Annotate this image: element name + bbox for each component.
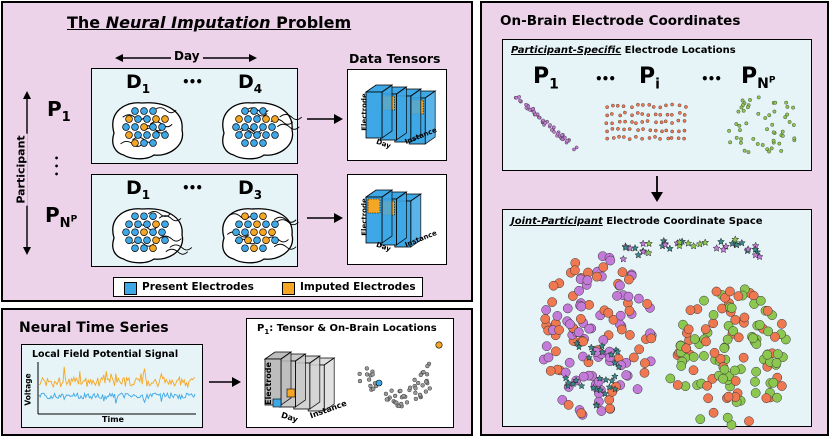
participant-1-days-box: D1 ••• D4 [91,68,303,164]
arrow-to-tensor-locations [209,377,241,387]
panel-title-imputation: The Neural Imputation Problem [67,13,352,32]
neural-time-series-panel: Neural Time Series Local Field Potential… [1,308,473,436]
brain-icon-day1 [112,102,184,160]
day-last-label: D3 [238,177,263,202]
time-label: Time [102,415,124,424]
day-first-label: D1 [126,177,151,202]
axis-electrode: Electrode [360,198,369,236]
day-label: Day [171,49,203,63]
arrow-to-tensor-1 [307,114,343,124]
day-ellipsis: ••• [182,181,203,195]
joint-participant-title: Joint-Participant Electrode Coordinate S… [511,216,763,227]
participant-vdots: • • • [54,154,60,179]
participant-label: Participant [14,133,28,206]
participant-specific-title: Participant-Specific Electrode Locations [511,45,736,56]
participant-specific-box: Participant-Specific Electrode Locations… [502,39,812,171]
legend-present-swatch [124,282,137,295]
tensor-locations-title: P1: Tensor & On-Brain Locations [257,323,437,336]
participant-p1-label: P1 [47,97,71,125]
coords-pi-label: Pi [639,64,660,93]
joint-coordinate-scatter [538,235,791,430]
tensor-locations-box: P1: Tensor & On-Brain Locations Electrod… [246,318,454,428]
brain-icon-day1 [112,208,193,264]
coords-p1-label: P1 [533,64,559,93]
tensor-cube-1 [364,84,437,145]
axis-electrode: Electrode [263,362,273,405]
gray-tensor-cube [263,351,336,412]
day-ellipsis: ••• [182,75,203,89]
voltage-label: Voltage [23,373,33,406]
lfp-title: Local Field Potential Signal [32,349,179,360]
legend-imputed-label: Imputed Electrodes [300,281,416,293]
joint-participant-box: Joint-Participant Electrode Coordinate S… [502,209,812,430]
arrow-down-to-joint [651,176,663,202]
axis-electrode: Electrode [360,93,369,131]
coords-ellipsis-2: ••• [701,72,722,86]
electrode-coordinates-panel: On-Brain Electrode Coordinates Participa… [480,1,829,436]
neural-imputation-panel: The Neural Imputation Problem Day Partic… [1,1,473,302]
participant-specific-scatter [513,95,797,155]
legend-imputed-swatch [282,282,295,295]
tensor-cube-2 [364,189,423,248]
day-last-label: D4 [238,71,263,96]
coords-ellipsis-1: ••• [595,72,616,86]
data-tensors-title: Data Tensors [349,51,441,66]
participant-n-days-box: D1 ••• D3 [91,174,299,267]
panel-title-timeseries: Neural Time Series [19,320,169,336]
coords-pn-label: PNP [741,64,776,93]
legend: Present Electrodes Imputed Electrodes [113,277,423,297]
lfp-signal-box: Local Field Potential Signal Voltage Tim… [21,344,203,428]
tensor-box-1: Electrode Day Instance [347,69,447,161]
day-first-label: D1 [126,71,151,96]
tensor-box-2: Electrode Day Instance [347,174,447,265]
arrow-to-tensor-2 [307,213,343,223]
brain-icon-day3 [222,208,299,264]
brain-icon-day4 [222,102,303,160]
on-brain-locations-scatter [357,341,443,409]
legend-present-label: Present Electrodes [142,281,254,293]
lfp-signal-plot [37,362,196,415]
panel-title-coordinates: On-Brain Electrode Coordinates [500,13,741,29]
participant-pn-label: PNP [45,203,78,231]
